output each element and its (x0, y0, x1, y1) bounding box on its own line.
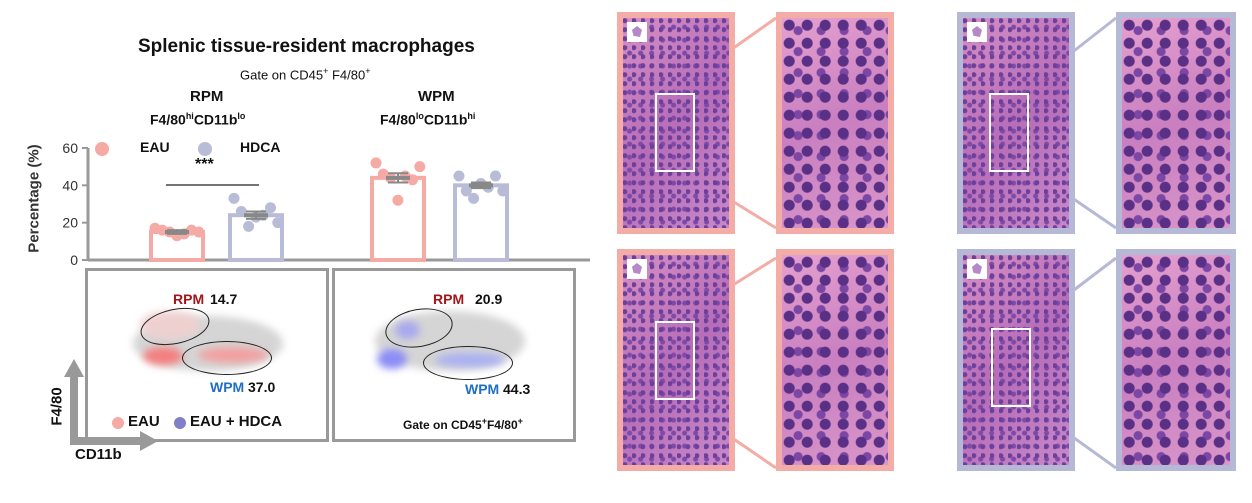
group-sub-rpm: F4/80hiCD11blo (150, 111, 246, 128)
y-tick-label: 40 (62, 177, 78, 193)
data-point (460, 185, 472, 197)
data-point (490, 170, 501, 182)
y-tick-label: 60 (62, 140, 78, 156)
significance-label: *** (195, 156, 214, 173)
data-point (243, 220, 255, 232)
data-point (414, 161, 426, 173)
data-point (468, 192, 480, 204)
histology-hdca-2-zoom (1116, 249, 1236, 471)
data-point (497, 185, 509, 197)
spleen-icon (967, 22, 987, 42)
histology-hdca-2 (957, 249, 1075, 471)
legend-eau: EAU (140, 139, 170, 155)
legend-eau-marker (95, 142, 109, 156)
flow-plot-eau: RPM 14.7 WPM 37.0 EAU EAU + HDCA (85, 268, 329, 442)
legend-hdca: HDCA (240, 139, 281, 155)
histology-eau-2-zoom (776, 249, 894, 471)
data-point (272, 217, 284, 229)
group-label-rpm: RPM (190, 88, 224, 105)
y-tick-label: 20 (62, 215, 78, 231)
data-point (193, 226, 205, 238)
wpm-value: 37.0 (248, 379, 276, 395)
wpm-label: WPM (210, 379, 245, 395)
flow-x-label: CD11b (75, 446, 122, 463)
gate-label: Gate on CD45+F4/80+ (403, 416, 523, 432)
histology-eau-1 (617, 12, 735, 234)
data-point (453, 170, 465, 182)
data-point (228, 192, 240, 204)
flow-plot-hdca: RPM 20.9 WPM 44.3 Gate on CD45+F4/80+ (332, 268, 576, 442)
legend-hdca-marker (198, 142, 212, 156)
bar-hdca (453, 183, 509, 262)
axis-arrows (64, 359, 158, 451)
rpm-label: RPM (433, 291, 465, 307)
rpm-label: RPM (173, 291, 205, 307)
bar-eau (370, 175, 426, 262)
histology-hdca-1-zoom (1116, 12, 1236, 234)
group-sub-wpm: F4/80loCD11bhi (380, 111, 476, 128)
y-tick-label: 0 (70, 252, 78, 268)
wpm-label: WPM (465, 381, 500, 397)
flow-legend-hdca: EAU + HDCA (190, 413, 283, 430)
flow-y-label: F4/80 (48, 387, 66, 426)
legend-eau-dot (112, 417, 124, 429)
data-point (265, 202, 276, 214)
bar-chart: 0 20 40 60 (62, 140, 590, 268)
histology-eau-2 (617, 249, 735, 471)
data-point (370, 157, 382, 169)
spleen-icon (627, 259, 647, 279)
flow-legend-eau: EAU (128, 413, 160, 430)
group-label-wpm: WPM (418, 88, 455, 105)
wpm-value: 44.3 (503, 381, 531, 397)
spleen-icon (627, 22, 647, 42)
chart-subtitle: Gate on CD45+ F4/80+ (240, 66, 371, 83)
data-point (392, 194, 404, 206)
spleen-icon (967, 259, 987, 279)
rpm-value: 14.7 (210, 291, 238, 307)
histology-hdca-1 (957, 12, 1075, 234)
chart-title: Splenic tissue-resident macrophages (138, 36, 475, 57)
histology-eau-1-zoom (776, 12, 894, 234)
rpm-value: 20.9 (475, 291, 503, 307)
legend-hdca-dot (174, 417, 186, 429)
